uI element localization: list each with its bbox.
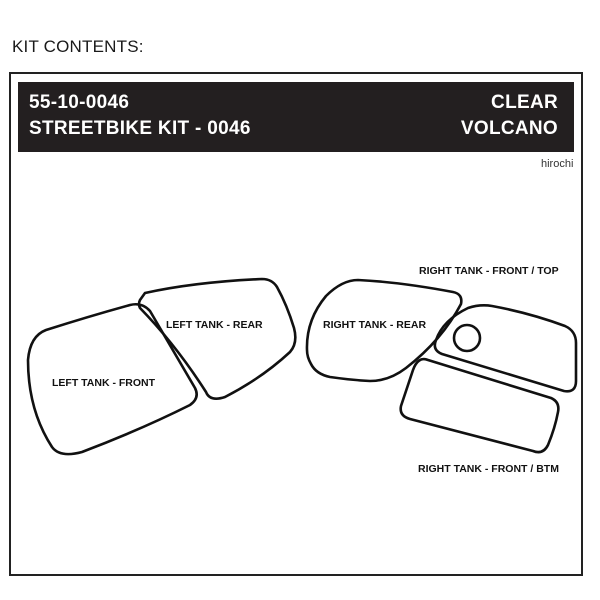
- left-tank-rear-outline: [137, 277, 297, 400]
- left-tank-front-label: LEFT TANK - FRONT: [52, 377, 156, 389]
- right-tank-front-btm-label: RIGHT TANK - FRONT / BTM: [418, 463, 559, 475]
- diagram-frame: [9, 72, 583, 576]
- texture-label: VOLCANO: [460, 118, 558, 139]
- kit-name: STREETBIKE KIT - 0046: [29, 118, 251, 139]
- filler-cap-hole-outline: [452, 323, 482, 353]
- right-tank-rear-label: RIGHT TANK - REAR: [323, 319, 427, 331]
- left-tank-front-outline: [26, 302, 198, 456]
- right-tank-front-btm-outline: [399, 357, 560, 454]
- right-tank-front-top-label: RIGHT TANK - FRONT / TOP: [419, 265, 559, 277]
- left-tank-rear-label: LEFT TANK - REAR: [166, 319, 263, 331]
- product-banner: 55-10-0046 STREETBIKE KIT - 0046 CLEAR V…: [18, 82, 574, 152]
- part-number: 55-10-0046: [29, 92, 130, 113]
- right-tank-rear-outline: [305, 278, 463, 383]
- kit-contents-heading: KIT CONTENTS:: [12, 37, 144, 56]
- finish-label: CLEAR: [491, 92, 558, 113]
- watermark-text: hirochi: [541, 158, 574, 170]
- right-tank-front-top-outline: [433, 304, 578, 393]
